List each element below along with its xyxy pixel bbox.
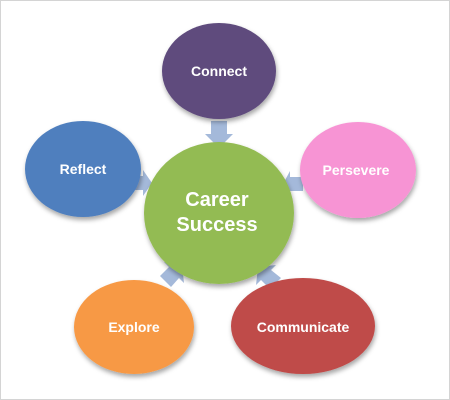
node-explore: Explore	[74, 280, 194, 374]
node-connect-circle	[162, 23, 276, 119]
center-node: Career Success	[144, 142, 294, 284]
node-communicate: Communicate	[231, 278, 375, 374]
node-persevere-circle	[300, 122, 416, 218]
node-reflect-label: Reflect	[60, 161, 107, 177]
node-communicate-label: Communicate	[257, 319, 350, 335]
node-communicate-circle	[231, 278, 375, 374]
center-label-line2: Success	[176, 214, 257, 236]
node-persevere-label: Persevere	[323, 162, 390, 178]
node-explore-label: Explore	[108, 319, 160, 335]
node-persevere: Persevere	[300, 122, 416, 218]
node-explore-circle	[74, 280, 194, 374]
center-label-line1: Career	[185, 189, 249, 211]
arrow-connect-to-center	[205, 121, 233, 148]
center-circle	[144, 142, 294, 284]
node-connect-label: Connect	[191, 63, 247, 79]
node-reflect-circle	[25, 121, 141, 217]
node-reflect: Reflect	[25, 121, 141, 217]
node-connect: Connect	[162, 23, 276, 119]
